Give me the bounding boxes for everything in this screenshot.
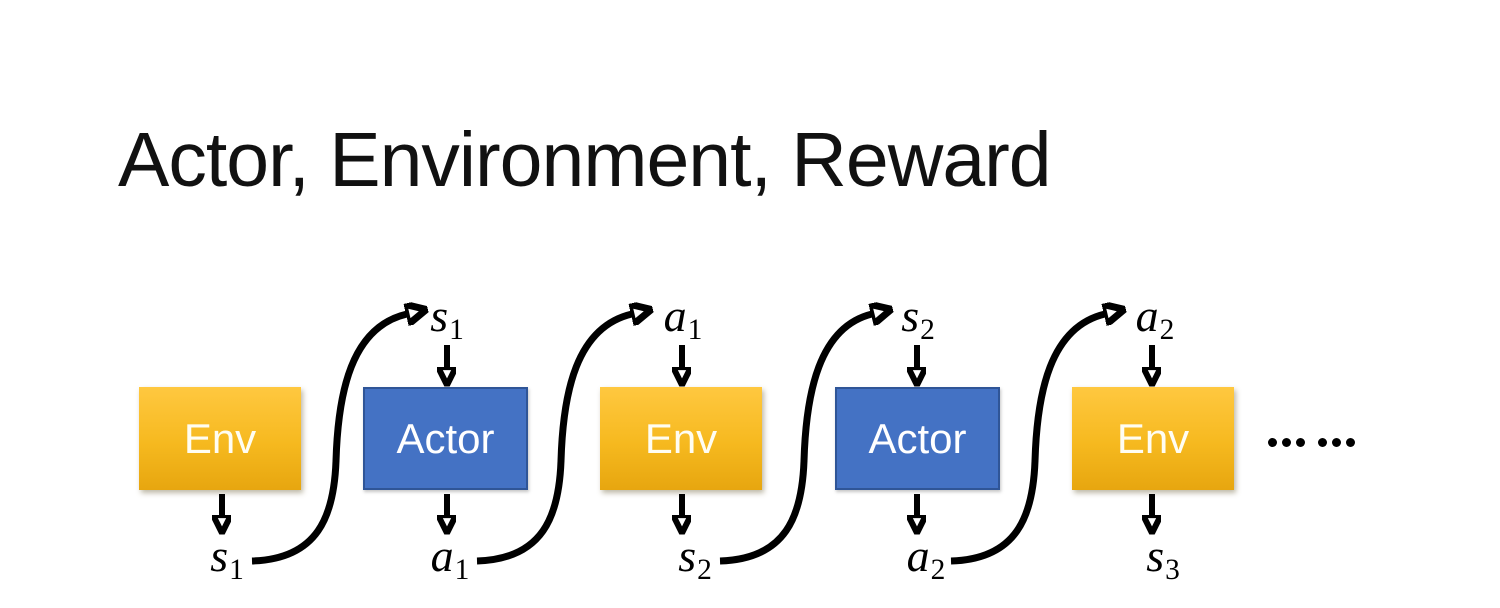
label-a2-output-sub: 2: [930, 554, 946, 587]
label-s1-input-var: s: [430, 290, 449, 341]
label-a1-input-sub: 1: [687, 314, 703, 347]
actor-box-2: Actor: [835, 387, 1000, 490]
actor-box-1: Actor: [363, 387, 528, 490]
label-s1-input-sub: 1: [449, 314, 464, 347]
ellipsis-dot: [1296, 438, 1305, 447]
env-box-1-label: Env: [183, 414, 257, 462]
label-a1-output-var: a: [430, 530, 454, 581]
env-box-3-label: Env: [1116, 414, 1190, 462]
env-box-2-label: Env: [644, 414, 718, 462]
slide-title: Actor, Environment, Reward: [118, 117, 1052, 203]
label-s2-output-var: s: [678, 530, 697, 581]
actor-box-2-label: Actor: [868, 414, 967, 462]
ellipsis-dot: [1282, 438, 1291, 447]
label-s2-output: s2: [678, 530, 712, 585]
label-a2-input-var: a: [1135, 290, 1159, 341]
label-a2-output-var: a: [906, 530, 930, 581]
label-s1-output-var: s: [210, 530, 229, 581]
label-s2-input-var: s: [901, 290, 920, 341]
env-box-3: Env: [1072, 387, 1234, 490]
label-a1-output: a1: [430, 530, 470, 585]
ellipsis-dot: [1332, 438, 1341, 447]
env-box-2: Env: [600, 387, 762, 490]
actor-box-1-label: Actor: [396, 414, 495, 462]
continuation-ellipsis: ……: [1268, 438, 1360, 447]
label-a1-input-var: a: [663, 290, 687, 341]
label-s2-output-sub: 2: [697, 554, 712, 587]
label-s3-output-var: s: [1146, 530, 1165, 581]
label-s1-input: s1: [430, 290, 464, 345]
ellipsis-dot: [1318, 438, 1327, 447]
ellipsis-dot: [1268, 438, 1277, 447]
label-a2-output: a2: [906, 530, 946, 585]
label-a2-input-sub: 2: [1159, 314, 1175, 347]
label-a1-output-sub: 1: [454, 554, 470, 587]
label-s1-output-sub: 1: [229, 554, 244, 587]
label-s3-output-sub: 3: [1165, 554, 1180, 587]
env-box-1: Env: [139, 387, 301, 490]
label-s1-output: s1: [210, 530, 244, 585]
label-a2-input: a2: [1135, 290, 1175, 345]
ellipsis-dot: [1346, 438, 1355, 447]
label-s2-input: s2: [901, 290, 935, 345]
label-s3-output: s3: [1146, 530, 1180, 585]
label-a1-input: a1: [663, 290, 703, 345]
label-s2-input-sub: 2: [920, 314, 935, 347]
